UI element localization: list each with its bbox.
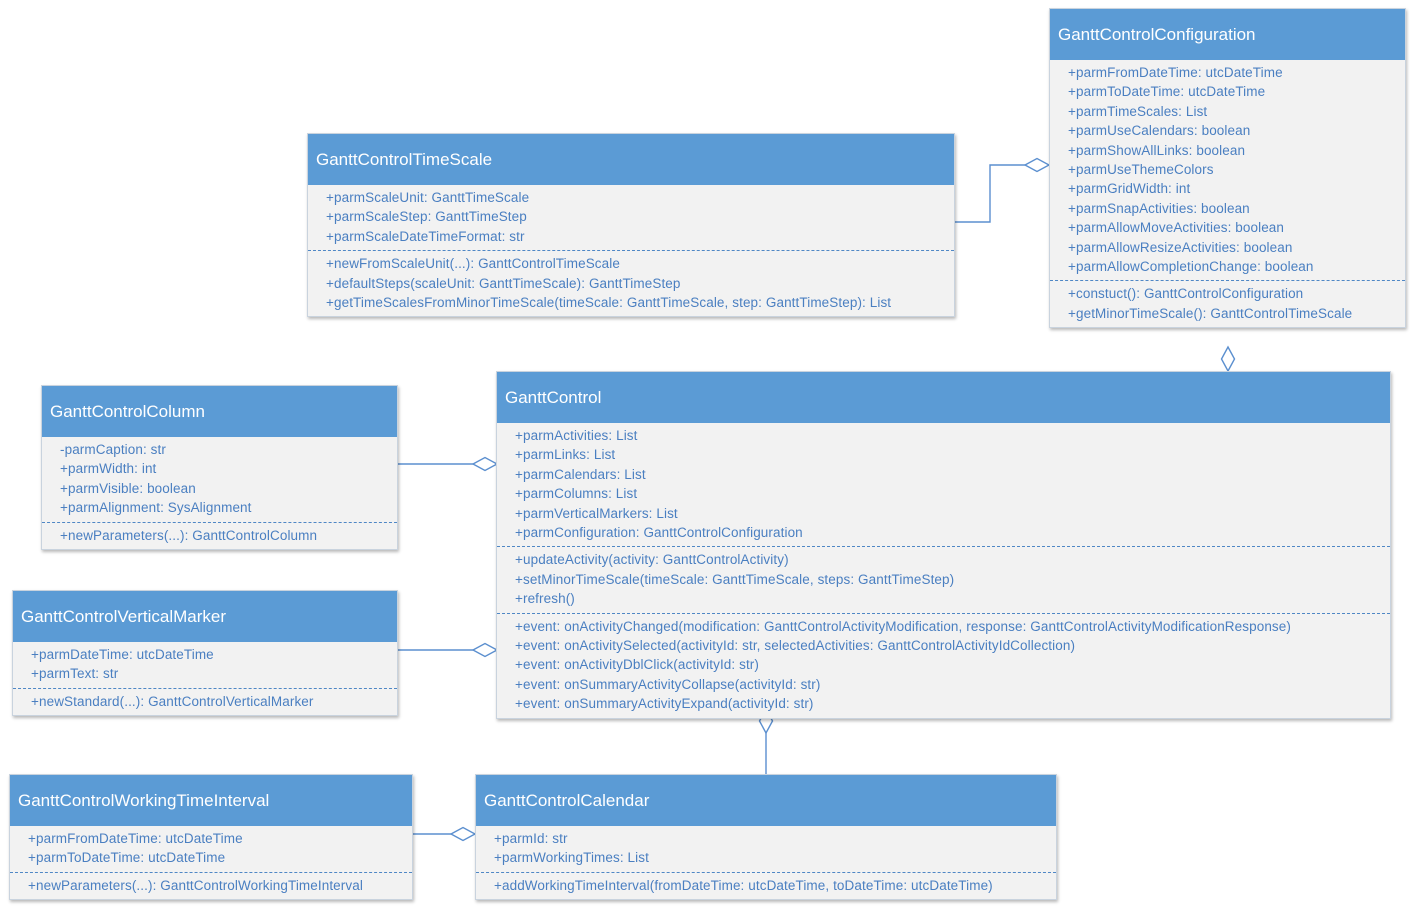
methods-section: +newParameters(...): GanttControlColumn: [42, 521, 397, 549]
class-name: GanttControlColumn: [42, 386, 397, 437]
attributes-section: +parmScaleUnit: GanttTimeScale +parmScale…: [308, 185, 954, 250]
member-row: +newFromScaleUnit(...): GanttControlTime…: [326, 256, 620, 272]
member-row: +parmLinks: List: [515, 447, 616, 463]
member-row: +parmAllowResizeActivities: boolean: [1068, 239, 1293, 255]
member-row: +parmColumns: List: [515, 486, 638, 502]
member-row: +getTimeScalesFromMinorTimeScale(timeSca…: [326, 295, 892, 311]
member-row: +parmAlignment: SysAlignment: [60, 500, 252, 516]
attributes-section: +parmFromDateTime: utcDateTime +parmToDat…: [10, 826, 412, 872]
member-row: +parmFromDateTime: utcDateTime: [28, 831, 243, 846]
member-row: +constuct(): GanttControlConfiguration: [1068, 286, 1304, 302]
member-row: +parmWidth: int: [60, 461, 157, 477]
member-row: +parmActivities: List: [515, 428, 638, 443]
class-name: GanttControlVerticalMarker: [13, 591, 397, 642]
aggregation-diamond-control-column: [471, 456, 499, 472]
member-row: +parmFromDateTime: utcDateTime: [1068, 65, 1283, 80]
methods-section: +newParameters(...): GanttControlWorking…: [10, 871, 412, 899]
class-gantt-control-calendar[interactable]: GanttControlCalendar +parmId: str +parmWo…: [475, 774, 1057, 901]
member-row: +parmGridWidth: int: [1068, 181, 1191, 197]
class-name: GanttControlTimeScale: [308, 134, 954, 185]
attributes-section: +parmActivities: List +parmLinks: List +pa…: [497, 423, 1390, 546]
member-row: +newParameters(...): GanttControlColumn: [60, 527, 318, 543]
member-row: +parmSnapActivities: boolean: [1068, 200, 1250, 216]
member-row: +getMinorTimeScale(): GanttControlTimeSc…: [1068, 305, 1353, 321]
member-row: +event: onActivityDblClick(activityId: s…: [515, 657, 759, 673]
member-row: +event: onSummaryActivityCollapse(activi…: [515, 676, 821, 692]
aggregation-diamond-control-configuration: [1220, 345, 1236, 373]
member-row: +parmAllowMoveActivities: boolean: [1068, 220, 1285, 236]
member-row: +parmDateTime: utcDateTime: [31, 647, 214, 662]
member-row: +parmConfiguration: GanttControlConfigur…: [515, 525, 803, 541]
member-row: +refresh(): [515, 591, 575, 607]
class-name: GanttControlConfiguration: [1050, 9, 1405, 60]
member-row: +parmToDateTime: utcDateTime: [28, 850, 226, 866]
member-row: +newStandard(...): GanttControlVerticalM…: [31, 693, 314, 709]
member-row: +addWorkingTimeInterval(fromDateTime: ut…: [494, 877, 993, 893]
methods-section: +constuct(): GanttControlConfiguration +g…: [1050, 280, 1405, 327]
member-row: +parmVisible: boolean: [60, 480, 196, 496]
class-gantt-control-working-time-interval[interactable]: GanttControlWorkingTimeInterval +parmFro…: [9, 774, 413, 901]
member-row: +parmScaleUnit: GanttTimeScale: [326, 190, 530, 205]
member-row: +parmTimeScales: List: [1068, 103, 1208, 119]
class-gantt-control-timescale[interactable]: GanttControlTimeScale +parmScaleUnit: Ga…: [307, 133, 955, 318]
methods-section: +newStandard(...): GanttControlVerticalM…: [13, 687, 397, 715]
class-name: GanttControl: [497, 372, 1390, 423]
connector-timescale-configuration: [955, 164, 1025, 223]
member-row: -parmCaption: str: [60, 442, 166, 457]
class-gantt-control-column[interactable]: GanttControlColumn -parmCaption: str +par…: [41, 385, 398, 551]
class-gantt-control-configuration[interactable]: GanttControlConfiguration +parmFromDateT…: [1049, 8, 1406, 329]
member-row: +parmToDateTime: utcDateTime: [1068, 84, 1266, 100]
class-gantt-control-vertical-marker[interactable]: GanttControlVerticalMarker +parmDateTime…: [12, 590, 398, 717]
class-name: GanttControlCalendar: [476, 775, 1056, 826]
methods-section: +newFromScaleUnit(...): GanttControlTime…: [308, 250, 954, 316]
member-row: +event: onSummaryActivityExpand(activity…: [515, 696, 814, 712]
member-row: +parmUseCalendars: boolean: [1068, 123, 1251, 139]
member-row: +parmId: str: [494, 831, 568, 846]
member-row: +setMinorTimeScale(timeScale: GanttTimeS…: [515, 571, 955, 587]
member-row: +newParameters(...): GanttControlWorking…: [28, 877, 363, 893]
member-row: +parmScaleStep: GanttTimeStep: [326, 209, 527, 225]
member-row: +event: onActivitySelected(activityId: s…: [515, 638, 1076, 654]
member-row: +parmScaleDateTimeFormat: str: [326, 228, 525, 244]
member-row: +parmText: str: [31, 666, 119, 682]
class-name: GanttControlWorkingTimeInterval: [10, 775, 412, 826]
attributes-section: +parmFromDateTime: utcDateTime +parmToDat…: [1050, 60, 1405, 280]
events-section: +event: onActivityChanged(modification: …: [497, 612, 1390, 718]
attributes-section: -parmCaption: str +parmWidth: int +parmVis…: [42, 437, 397, 522]
member-row: +event: onActivityChanged(modification: …: [515, 618, 1291, 634]
aggregation-diamond-control-marker: [471, 642, 499, 658]
member-row: +parmUseThemeColors: [1068, 162, 1214, 178]
aggregation-diamond-calendar-interval: [449, 826, 477, 842]
member-row: +parmShowAllLinks: boolean: [1068, 142, 1246, 158]
member-row: +updateActivity(activity: GanttControlAc…: [515, 552, 789, 568]
methods-section: +updateActivity(activity: GanttControlAc…: [497, 546, 1390, 612]
methods-section: +addWorkingTimeInterval(fromDateTime: ut…: [476, 871, 1056, 899]
member-row: +parmCalendars: List: [515, 466, 646, 482]
attributes-section: +parmId: str +parmWorkingTimes: List: [476, 826, 1056, 872]
class-gantt-control[interactable]: GanttControl +parmActivities: List +parmL…: [496, 371, 1391, 719]
member-row: +parmWorkingTimes: List: [494, 850, 649, 866]
member-row: +parmAllowCompletionChange: boolean: [1068, 259, 1314, 275]
aggregation-diamond-configuration-timescale: [1023, 157, 1051, 173]
member-row: +parmVerticalMarkers: List: [515, 505, 678, 521]
attributes-section: +parmDateTime: utcDateTime +parmText: str: [13, 642, 397, 688]
member-row: +defaultSteps(scaleUnit: GanttTimeScale)…: [326, 275, 681, 291]
